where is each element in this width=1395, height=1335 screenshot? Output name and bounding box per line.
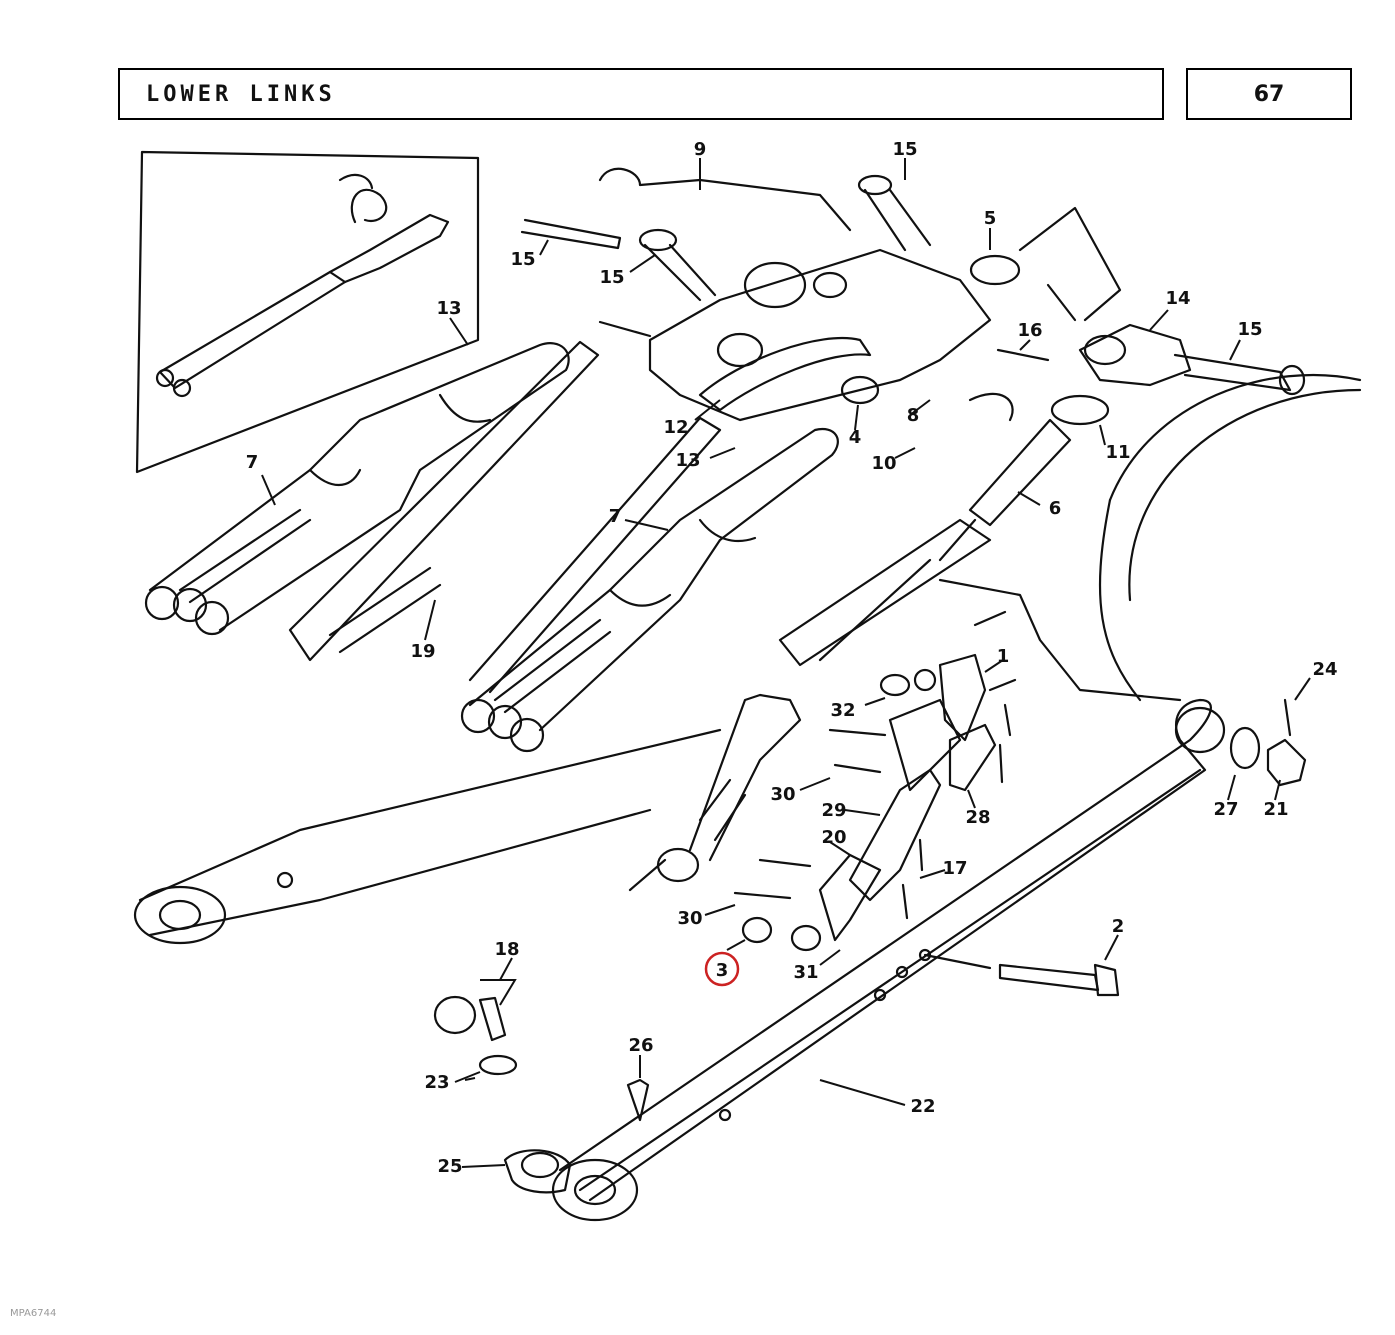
callout-18[interactable]: 18 <box>494 939 519 960</box>
inset-frame <box>135 150 480 474</box>
callout-17[interactable]: 17 <box>942 858 967 879</box>
callout-6[interactable]: 6 <box>1049 498 1062 519</box>
callout-24[interactable]: 24 <box>1312 659 1337 680</box>
lower-link-left <box>138 728 722 937</box>
lift-rod-mid <box>468 427 839 732</box>
callout-3[interactable]: 3 <box>716 960 729 981</box>
inset-link <box>158 270 347 390</box>
callout-15[interactable]: 15 <box>599 267 624 288</box>
callout-28[interactable]: 28 <box>965 807 990 828</box>
page-number-box: 67 <box>1186 68 1352 120</box>
callout-27[interactable]: 27 <box>1213 799 1238 820</box>
callout-30[interactable]: 30 <box>677 908 702 929</box>
callout-2[interactable]: 2 <box>1112 916 1125 937</box>
lower-link-right <box>558 698 1212 1202</box>
lift-arm-assembly <box>648 248 992 422</box>
page-title: LOWER LINKS <box>146 82 336 107</box>
callout-8[interactable]: 8 <box>907 405 920 426</box>
callout-4[interactable]: 4 <box>849 427 862 448</box>
callout-21[interactable]: 21 <box>1263 799 1288 820</box>
callout-11[interactable]: 11 <box>1105 442 1130 463</box>
callout-1[interactable]: 1 <box>997 646 1010 667</box>
callout-15[interactable]: 15 <box>510 249 535 270</box>
callout-3-highlight[interactable] <box>704 951 740 987</box>
callout-16[interactable]: 16 <box>1017 320 1042 341</box>
callout-20[interactable]: 20 <box>821 827 846 848</box>
callout-15[interactable]: 15 <box>1237 319 1262 340</box>
clip-ring <box>433 995 477 1035</box>
callout-7[interactable]: 7 <box>609 506 622 527</box>
callout-7[interactable]: 7 <box>246 452 259 473</box>
image-ref: MPA6744 <box>10 1308 57 1319</box>
callout-31[interactable]: 31 <box>793 962 818 983</box>
title-box: LOWER LINKS <box>118 68 1164 120</box>
callout-12[interactable]: 12 <box>663 417 688 438</box>
callout-22[interactable]: 22 <box>910 1096 935 1117</box>
callout-32[interactable]: 32 <box>830 700 855 721</box>
callout-5[interactable]: 5 <box>984 208 997 229</box>
callout-19[interactable]: 19 <box>410 641 435 662</box>
callout-23[interactable]: 23 <box>424 1072 449 1093</box>
callout-13[interactable]: 13 <box>436 298 461 319</box>
callout-25[interactable]: 25 <box>437 1156 462 1177</box>
check-chain <box>688 693 802 862</box>
callout-15[interactable]: 15 <box>892 139 917 160</box>
callout-13[interactable]: 13 <box>675 450 700 471</box>
callout-29[interactable]: 29 <box>821 800 846 821</box>
callout-9[interactable]: 9 <box>694 139 707 160</box>
callout-30[interactable]: 30 <box>770 784 795 805</box>
tyre-outline <box>1108 373 1362 502</box>
callout-14[interactable]: 14 <box>1165 288 1190 309</box>
callout-10[interactable]: 10 <box>871 453 896 474</box>
callout-26[interactable]: 26 <box>628 1035 653 1056</box>
page-number: 67 <box>1253 82 1285 107</box>
